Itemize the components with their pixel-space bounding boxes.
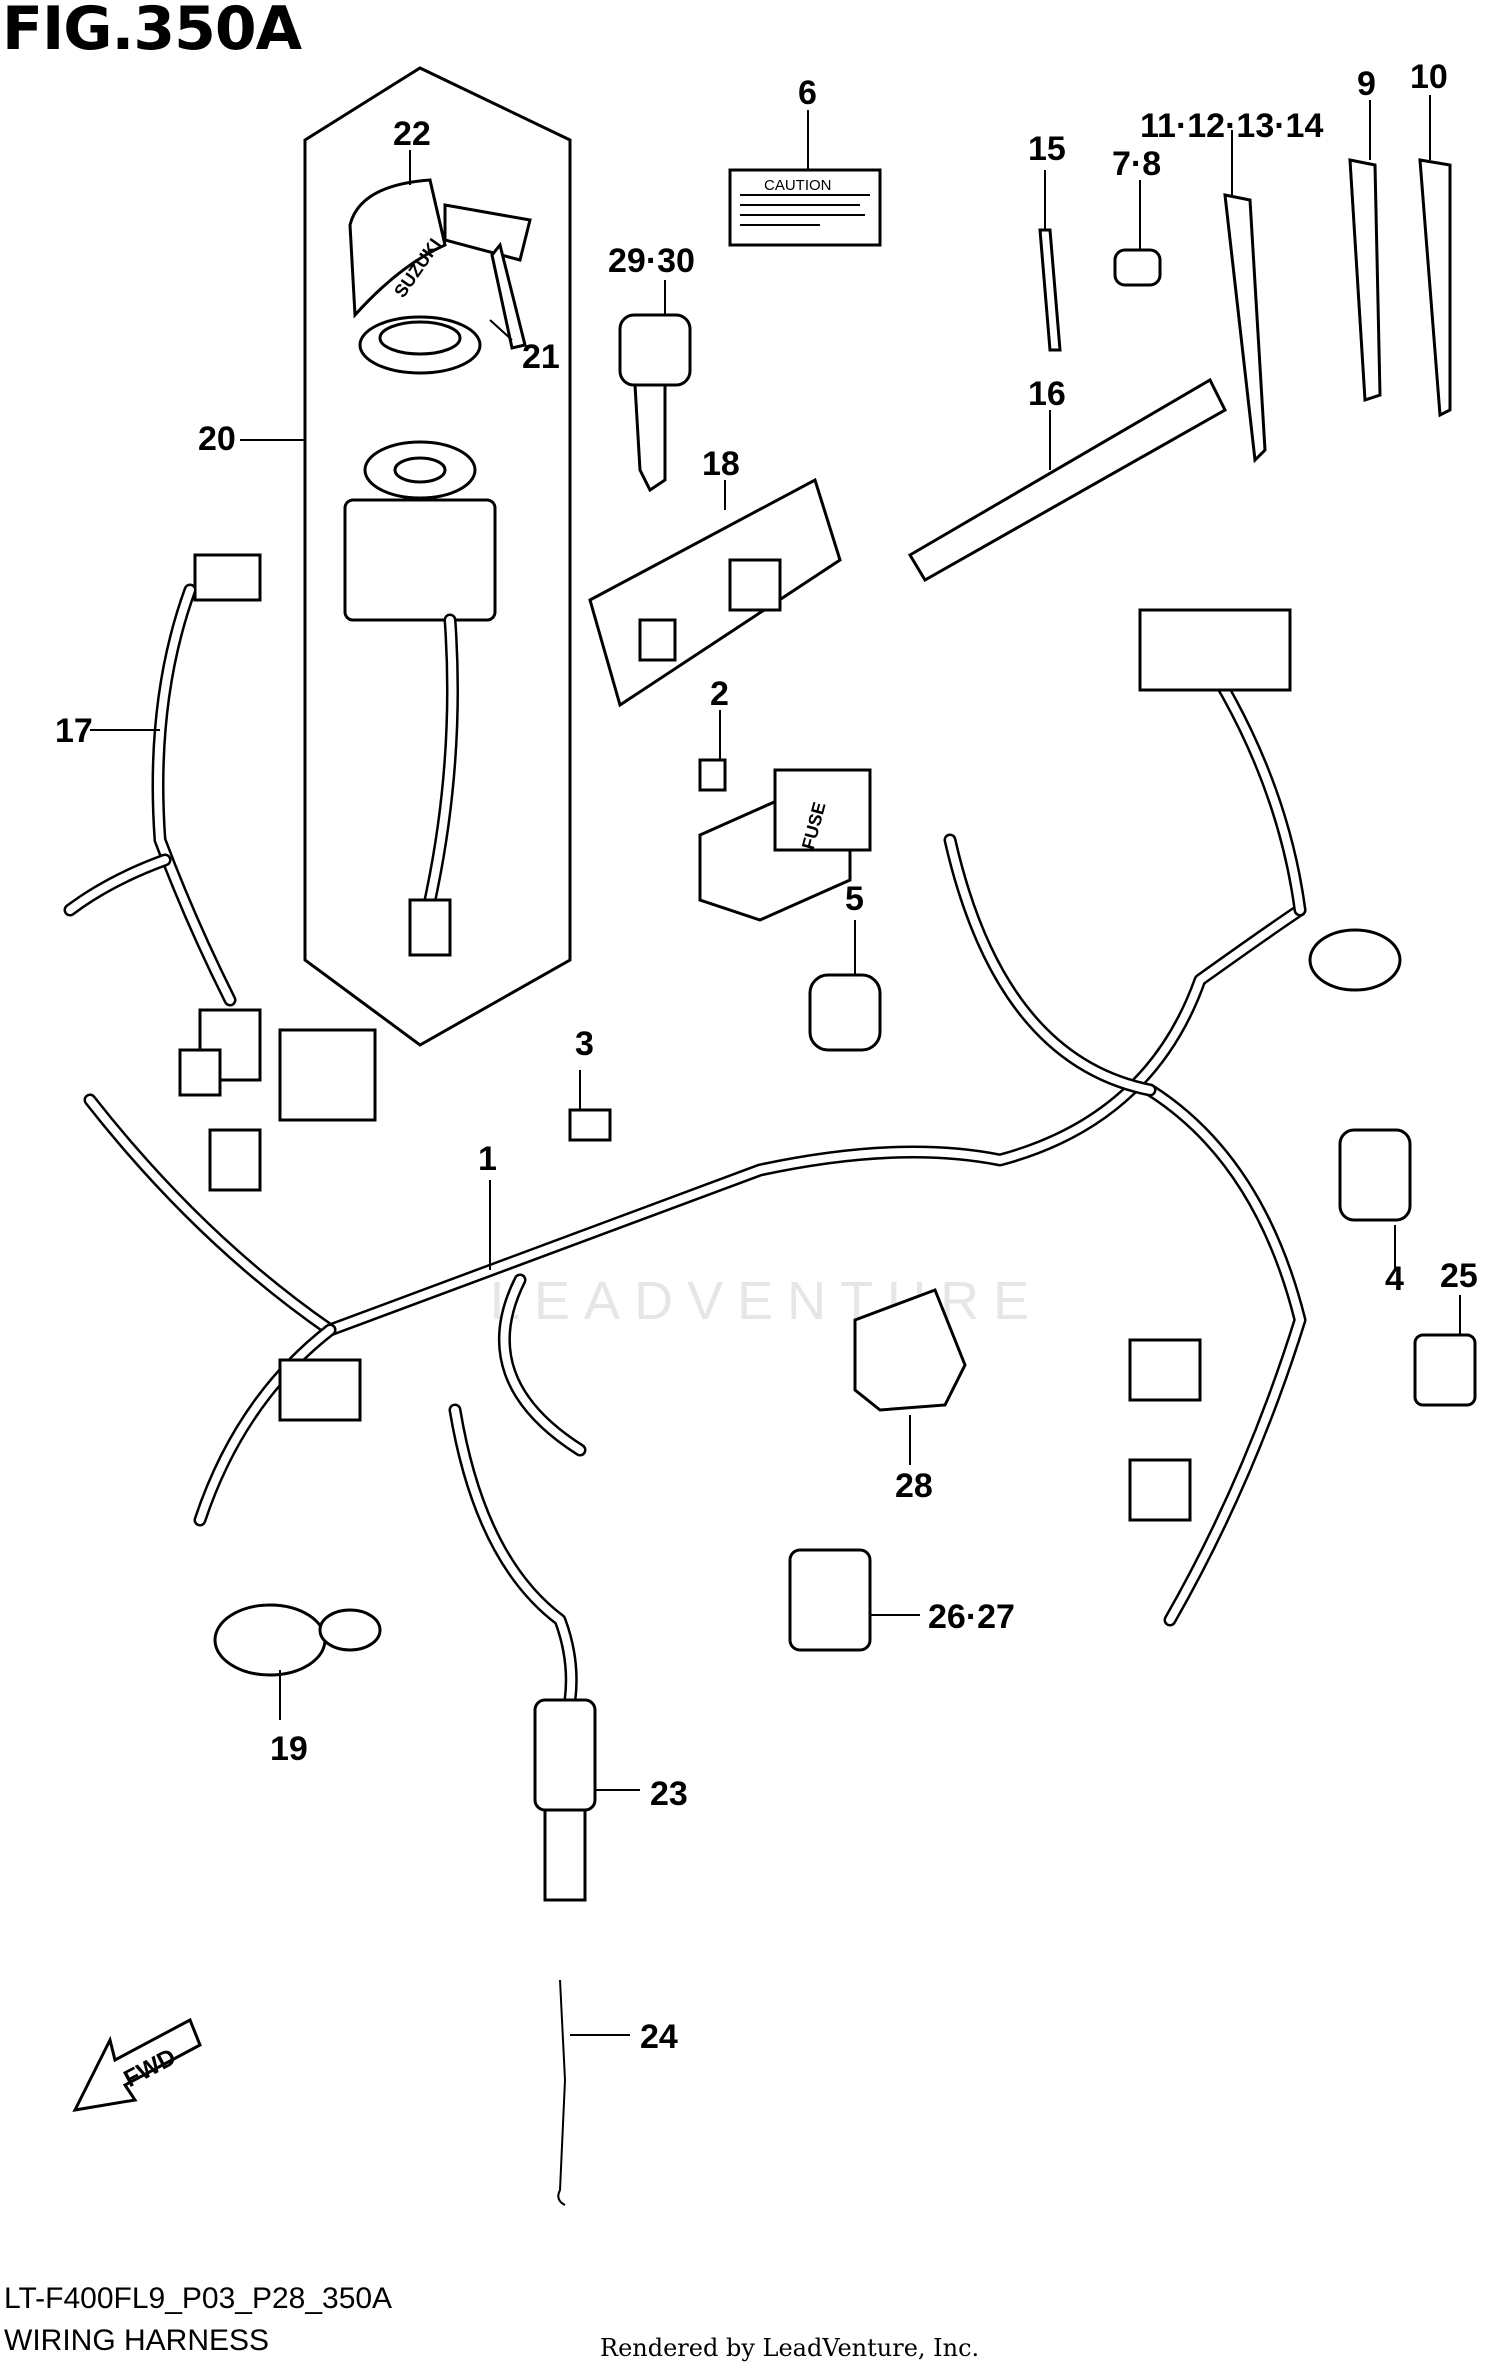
label-part-16: 16	[1028, 375, 1066, 413]
clip-part	[1113, 248, 1162, 287]
fuse-box-part	[698, 768, 872, 922]
cable-tie-part	[1223, 193, 1267, 464]
label-part-22: 22	[393, 115, 431, 153]
clamp-part	[1038, 228, 1062, 352]
label-part-17: 17	[55, 712, 93, 750]
key-cap-part	[348, 178, 532, 350]
band-part	[1348, 158, 1382, 403]
label-part-10: 10	[1410, 58, 1448, 96]
label-part-9: 9	[1357, 65, 1376, 103]
main-harness-part	[83, 608, 1402, 1627]
label-part-28: 28	[895, 1467, 933, 1505]
fuse-small-part	[698, 758, 727, 792]
leader-lines	[90, 95, 1461, 2036]
label-part-26-27: 26·27	[928, 1598, 1015, 1636]
label-part-3: 3	[575, 1025, 594, 1063]
ignition-switch-set-box	[303, 66, 572, 1047]
label-part-23: 23	[650, 1775, 688, 1813]
key-part	[618, 313, 692, 493]
label-part-4: 4	[1385, 1260, 1404, 1298]
label-part-11-14: 11·12·13·14	[1140, 107, 1323, 145]
label-part-24: 24	[640, 2018, 678, 2056]
plate-part	[853, 1288, 967, 1412]
label-part-1: 1	[478, 1140, 497, 1178]
switch-19-part	[213, 1603, 382, 1677]
label-part-21: 21	[522, 338, 560, 376]
figure-code: LT-F400FL9_P03_P28_350A	[4, 2282, 393, 2315]
figure-title: FIG.350A	[2, 0, 302, 64]
caution-label-text: CAUTION	[764, 177, 832, 194]
cover-part	[1338, 1128, 1412, 1222]
relay-part	[568, 1108, 612, 1142]
ring-nut-part	[358, 315, 482, 375]
spring-part	[557, 1979, 567, 2206]
label-part-18: 18	[702, 445, 740, 483]
relay-26-27-part	[788, 1548, 872, 1652]
caution-label-part	[728, 168, 882, 247]
relay-cube-part	[1413, 1333, 1477, 1407]
fwd-arrow	[72, 2017, 202, 2112]
label-part-2: 2	[710, 675, 729, 713]
corrugated-tube-part	[907, 377, 1227, 583]
label-part-20: 20	[198, 420, 236, 458]
label-part-25: 25	[1440, 1257, 1478, 1295]
label-part-19: 19	[270, 1730, 308, 1768]
band-with-clip-part	[1418, 158, 1452, 418]
boot-part	[808, 973, 882, 1052]
label-part-29-30: 29·30	[608, 242, 695, 280]
label-part-15: 15	[1028, 130, 1066, 168]
render-credit: Rendered by LeadVenture, Inc.	[600, 2334, 980, 2362]
bracket-part	[588, 477, 842, 708]
label-part-6: 6	[798, 74, 817, 112]
label-part-5: 5	[845, 880, 864, 918]
sub-harness-part	[63, 553, 262, 1082]
figure-subtitle: WIRING HARNESS	[4, 2324, 270, 2357]
label-part-7-8: 7·8	[1112, 145, 1161, 183]
sensor-23-part	[448, 1403, 597, 1902]
ignition-switch-part	[343, 440, 497, 957]
